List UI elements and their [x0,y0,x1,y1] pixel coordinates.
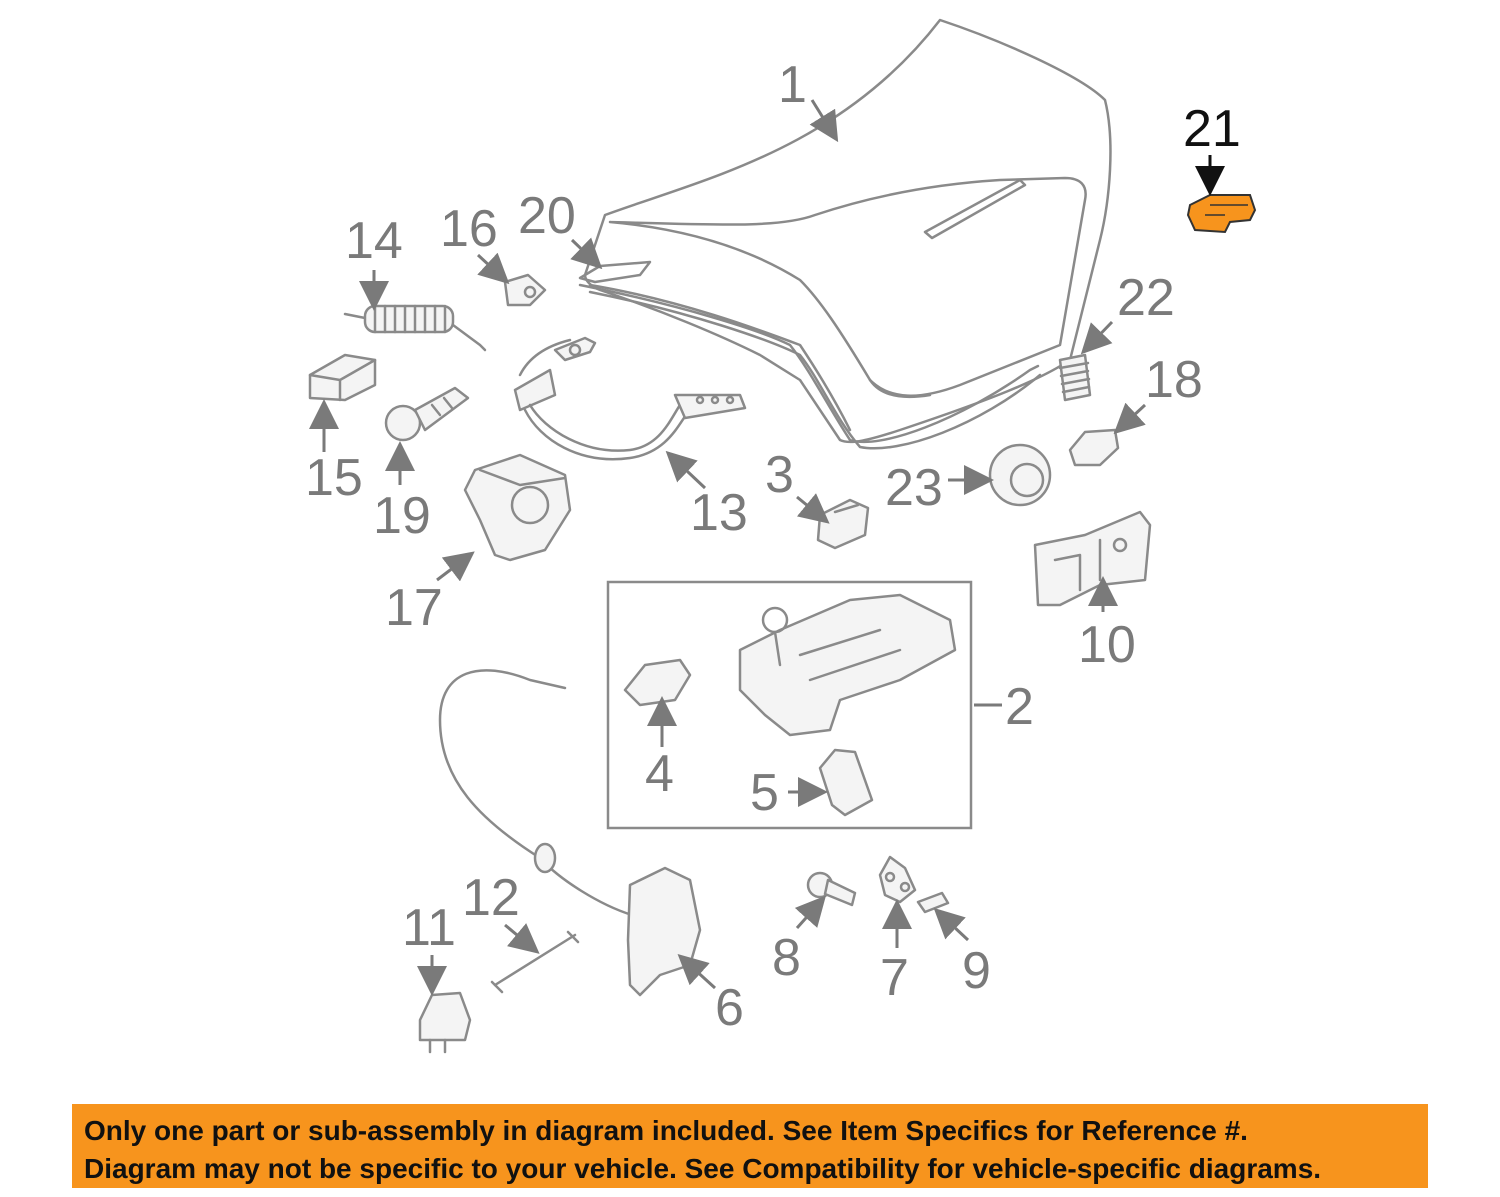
callout-5: 5 [750,764,779,822]
callout-labels: 1 21 20 16 14 22 18 15 19 13 3 23 17 10 … [305,56,1241,1037]
callout-2: 2 [1005,678,1034,736]
lock-assembly-2-group [606,580,973,830]
callout-16: 16 [440,200,498,258]
highlighted-part-21 [1186,194,1257,234]
striker-10-part [1033,510,1152,607]
rod-12-part [490,930,580,994]
callout-22: 22 [1117,269,1175,327]
leader-lines [309,99,1225,996]
callout-1: 1 [778,56,807,114]
callout-13: 13 [690,484,748,542]
bolt-8-part [806,871,857,907]
disclaimer-line-2: Diagram may not be specific to your vehi… [84,1153,1322,1184]
callout-3: 3 [765,446,794,504]
bracket-17-part [463,453,572,562]
callout-4: 4 [645,745,674,803]
cap-23-part [988,443,1052,507]
callout-23: 23 [885,459,943,517]
bumper-22-part [1058,353,1092,402]
trunk-lid-part [583,18,1112,444]
callout-12: 12 [462,869,520,927]
block-15-part [308,353,377,402]
bracket-7-part [878,855,917,904]
bracket-16-part [503,273,547,307]
callout-6: 6 [715,979,744,1037]
cover-18-part [1068,428,1120,467]
disclaimer-line-1: Only one part or sub-assembly in diagram… [84,1115,1248,1146]
callout-19: 19 [373,487,431,545]
hinge-13-part [513,336,747,461]
callout-17: 17 [385,579,443,637]
callout-15: 15 [305,449,363,507]
spring-part [343,304,487,352]
pushpin-19-part [384,386,470,442]
callout-10: 10 [1078,616,1136,674]
callout-8: 8 [772,929,801,987]
switch-11-part [418,991,472,1054]
disclaimer-banner: Only one part or sub-assembly in diagram… [72,1104,1428,1188]
callout-21: 21 [1183,100,1241,158]
callout-11: 11 [402,899,456,957]
callout-18: 18 [1145,351,1203,409]
clip-9-part [916,891,950,914]
callout-14: 14 [345,212,403,270]
callout-7: 7 [880,949,909,1007]
switch-3-part [816,498,870,550]
callout-20: 20 [518,187,576,245]
callout-9: 9 [962,942,991,1000]
